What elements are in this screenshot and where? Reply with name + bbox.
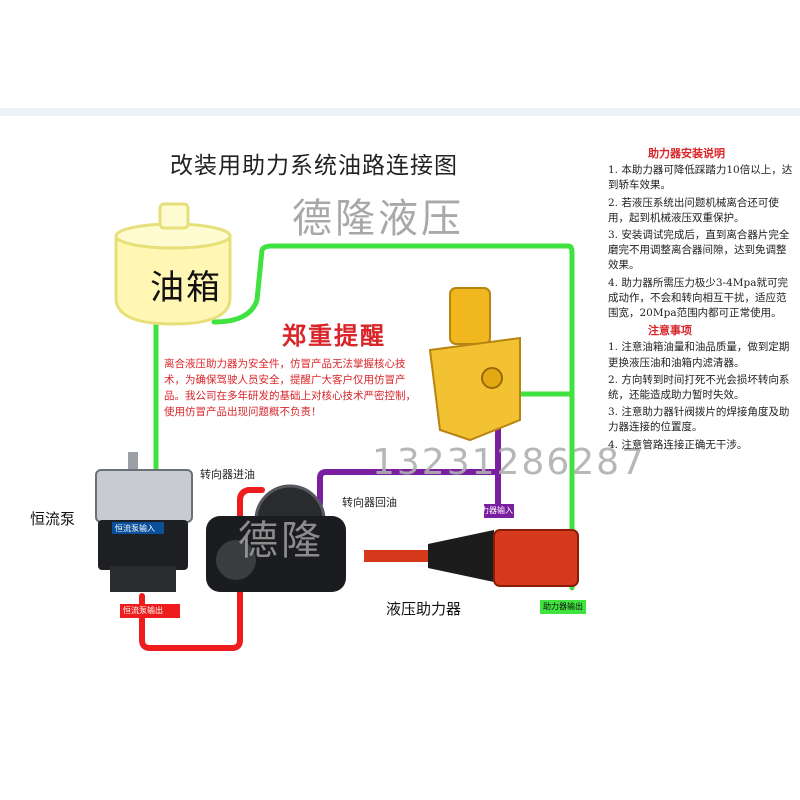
phone-watermark: 13231286287: [372, 442, 646, 483]
pressure-lines: [139, 487, 265, 651]
panel-item: 1. 本助力器可降低踩踏力10倍以上，达到轿车效果。: [608, 164, 793, 192]
notes-title: 注意事项: [648, 324, 692, 338]
tank-cap: [158, 202, 190, 230]
booster-out-tag-bg: [540, 600, 586, 614]
valve-cap: [449, 287, 491, 345]
diagram-title: 改装用助力系统油路连接图: [170, 153, 458, 179]
note-item: 4. 注意管路连接正确无干涉。: [608, 438, 748, 451]
warning-text: 离合液压助力器为安全件，仿冒产品无法掌握核心技术，为确保驾驶人员安全，提醒广大客…: [164, 358, 416, 418]
valve-unit: [428, 287, 521, 442]
tank-return-line: [211, 243, 575, 591]
booster-boot: [428, 530, 494, 582]
steering-to-valve-line: [317, 377, 501, 507]
steering-in-label: 转向器进油: [200, 468, 255, 481]
pump-head: [95, 469, 193, 523]
booster-rod: [364, 550, 428, 562]
panel-title: 助力器安装说明: [648, 147, 725, 160]
pump-out-tag-bg: [120, 604, 180, 618]
note-item: 2. 方向转到时间打死不光会损坏转向系统，还能造成助力暂时失效。: [608, 373, 790, 402]
tank-label: 油箱: [150, 268, 222, 308]
pump-shaft: [128, 452, 138, 476]
valve-body: [428, 336, 521, 442]
oil-tank: [114, 202, 232, 326]
steering-port: [216, 540, 256, 580]
booster-label: 液压助力器: [386, 600, 462, 618]
steering-gear: [206, 484, 346, 592]
pump-label: 恒流泵: [30, 510, 76, 528]
install-instructions-panel: 助力器安装说明 1. 本助力器可降低踩踏力10倍以上，达到轿车效果。 2. 若液…: [608, 146, 796, 455]
pump-to-steering-line: [139, 487, 265, 651]
steering-return-label: 转向器回油: [342, 496, 397, 509]
steering-return-lines: [317, 377, 501, 507]
pump-base: [110, 566, 176, 592]
warning-title: 郑重提醒: [282, 321, 386, 350]
pump-in-tag-bg: [112, 522, 164, 534]
pump-out-tag: 恒流泵输出: [123, 606, 163, 615]
pump-unit: [95, 452, 193, 592]
pump-in-tag: 恒流泵输入: [115, 524, 155, 533]
booster-body: [493, 529, 579, 587]
panel-item: 3. 安装调试完成后，直到离合器片完全磨完不用调整离合器间隙，达到免调整效果。: [608, 229, 790, 272]
note-item: 3. 注意助力器针阀拨片的焊接角度及助力器连接的位置度。: [608, 406, 790, 434]
panel-item: 4. 助力器所需压力极少3-4Mpa就可完成动作，不会和转向相互干扰，适应范围宽…: [608, 276, 788, 320]
scan-band: [0, 108, 800, 116]
valve-port: [481, 367, 503, 389]
booster-out-tag: 助力器输出: [543, 602, 583, 611]
brand-watermark: 德隆液压: [292, 196, 464, 242]
tank-body: [114, 234, 232, 326]
booster-unit: [364, 504, 579, 587]
note-item: 1. 注意油箱油量和油品质量，做到定期更换液压油和油箱内滤清器。: [608, 341, 790, 369]
valve-in-tag: 助力器输入: [473, 506, 513, 515]
brand-watermark-2: 德隆: [238, 518, 324, 564]
booster-in-tag-bg: [484, 504, 514, 518]
panel-item: 2. 若液压系统出问题机械离合还可使用，起到机械液压双重保护。: [608, 196, 779, 224]
